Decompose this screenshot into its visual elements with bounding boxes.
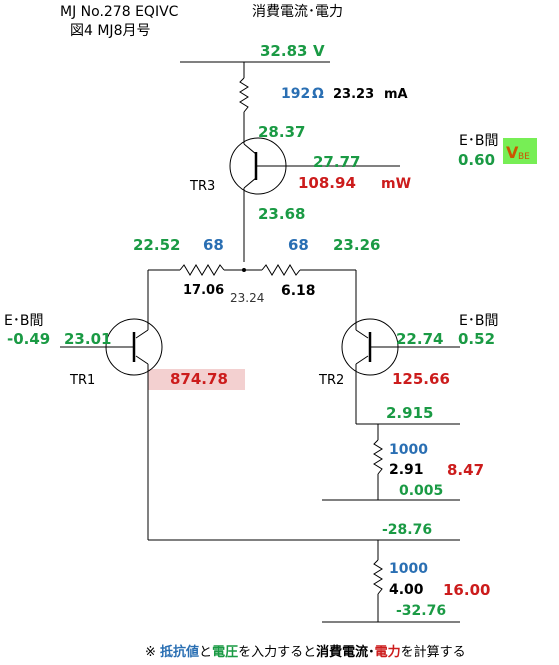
- tr1-power-highlight: [148, 369, 245, 390]
- footer-input-phrase: を入力すると: [238, 645, 317, 660]
- supply-current-unit: mA: [384, 87, 408, 102]
- footer-prefix: ※: [145, 645, 161, 660]
- tr3-label: TR3: [190, 179, 216, 194]
- supply-voltage-unit: V: [313, 42, 325, 60]
- net-left-resistor: 68: [203, 236, 224, 254]
- node-dot: [242, 268, 246, 272]
- net-right-drop: 6.18: [281, 283, 316, 299]
- tr1-eb-value: -0.49: [7, 330, 51, 348]
- resistor-192: [239, 77, 249, 113]
- tr1-base-voltage: 23.01: [64, 330, 112, 348]
- vbe-badge: V BE: [503, 138, 537, 164]
- footer-note: ※ 抵抗値と電圧を入力すると消費電流･電力を計算する: [145, 646, 466, 659]
- load-upper-bottom-voltage: 0.005: [399, 483, 444, 499]
- load-lower-resistor: 1000: [389, 561, 428, 577]
- footer-resistance-word: 抵抗値: [160, 645, 200, 660]
- load-lower-power: 16.00: [443, 581, 491, 599]
- tr3-power-unit: mW: [381, 176, 412, 192]
- footer-voltage-word: 電圧: [212, 645, 239, 660]
- vbe-badge-sub: BE: [518, 152, 530, 162]
- load-upper-power: 8.47: [447, 461, 485, 479]
- supply-current: 23.23: [333, 87, 375, 102]
- tr3-emitter-voltage: 28.37: [258, 123, 306, 141]
- tr1-power: 874.78: [170, 370, 228, 388]
- net-right-voltage: 23.26: [333, 236, 381, 254]
- load-upper-drop: 2.91: [389, 462, 424, 478]
- tr2-power: 125.66: [392, 370, 450, 388]
- net-left-drop: 17.06: [183, 283, 225, 298]
- load-lower-bottom-voltage: -32.76: [396, 603, 447, 619]
- load-upper-resistor: 1000: [389, 442, 428, 458]
- supply-resistor-unit: Ω: [312, 86, 324, 102]
- load-lower-drop: 4.00: [389, 582, 424, 598]
- header-title: MJ No.278 EQIVC: [60, 4, 179, 20]
- supply-resistor: 192: [281, 86, 311, 102]
- tr1-label: TR1: [70, 373, 96, 388]
- tr3-eb-label: E･B間: [459, 133, 499, 149]
- resistor-1000-upper: [373, 439, 383, 475]
- header-subtitle: 消費電流･電力: [252, 4, 343, 20]
- resistor-68-right: [261, 264, 301, 276]
- vbe-badge-main: V: [506, 143, 519, 162]
- footer-power-word: 電力: [374, 645, 401, 660]
- tr1-eb-label: E･B間: [4, 313, 44, 329]
- net-mid-voltage: 23.24: [230, 291, 265, 305]
- tr2-base-voltage: 22.74: [396, 330, 444, 348]
- resistor-68-left: [179, 264, 225, 276]
- tr3-collector-voltage: 23.68: [258, 205, 306, 223]
- tr3-eb-value: 0.60: [458, 151, 496, 169]
- footer-current-word: 消費電流･: [316, 645, 375, 660]
- tr2-eb-label: E･B間: [459, 313, 499, 329]
- tr2-label: TR2: [319, 373, 345, 388]
- resistor-1000-lower: [373, 559, 383, 595]
- header-figure: 図4 MJ8月号: [70, 23, 151, 39]
- footer-calc-phrase: を計算する: [400, 645, 466, 660]
- supply-voltage: 32.83: [260, 42, 308, 60]
- net-left-voltage: 22.52: [133, 236, 181, 254]
- footer-and-word: と: [199, 645, 213, 660]
- net-right-resistor: 68: [288, 236, 309, 254]
- tr3-power: 108.94: [298, 174, 356, 192]
- load-lower-top-voltage: -28.76: [382, 522, 433, 538]
- load-upper-top-voltage: 2.915: [386, 404, 434, 422]
- tr3-base-voltage: 27.77: [313, 153, 361, 171]
- tr2-eb-value: 0.52: [458, 330, 496, 348]
